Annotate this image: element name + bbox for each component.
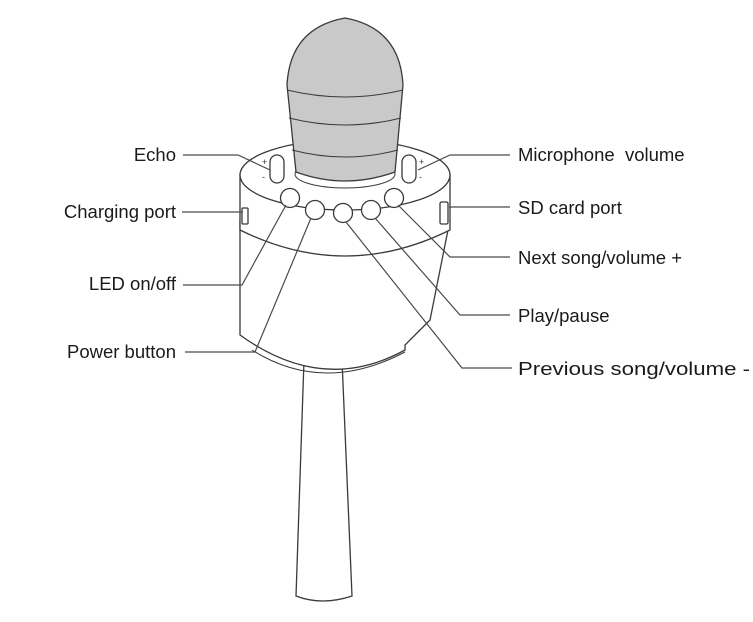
label-next-song: Next song/volume +: [518, 247, 682, 268]
label-charging-port: Charging port: [64, 201, 176, 222]
label-sd-card-port: SD card port: [518, 197, 622, 218]
power-button[interactable]: [304, 199, 326, 221]
leader-power: [185, 217, 312, 353]
svg-text:-: -: [262, 172, 265, 182]
led-button[interactable]: [279, 187, 301, 209]
leader-next: [397, 204, 510, 258]
next-button[interactable]: [383, 187, 405, 209]
label-play-pause: Play/pause: [518, 305, 610, 326]
svg-text:+: +: [262, 157, 267, 167]
charging-port[interactable]: [241, 207, 249, 225]
buttons-row: [279, 187, 405, 224]
svg-text:+: +: [419, 157, 424, 167]
previous-button[interactable]: [332, 202, 354, 224]
label-power-button: Power button: [67, 341, 176, 362]
mic-volume-switch[interactable]: + -: [401, 154, 424, 184]
leader-mic-volume: [417, 154, 510, 171]
svg-text:-: -: [419, 172, 422, 182]
leader-lines: [182, 154, 512, 369]
sd-card-port[interactable]: [439, 201, 449, 225]
leader-echo: [183, 154, 271, 171]
callout-labels: Echo Charging port LED on/off Power butt…: [64, 144, 750, 379]
label-microphone-volume: Microphone volume: [518, 144, 685, 165]
label-echo: Echo: [134, 144, 176, 165]
label-previous-song: Previous song/volume -: [518, 358, 750, 379]
leader-previous: [345, 221, 512, 369]
play-pause-button[interactable]: [360, 199, 382, 221]
leader-led: [183, 204, 287, 286]
label-led-on-off: LED on/off: [89, 273, 177, 294]
grille-head: [286, 17, 404, 182]
leader-play-pause: [374, 217, 510, 316]
echo-switch[interactable]: + -: [262, 154, 285, 184]
microphone-handle: [295, 359, 353, 602]
